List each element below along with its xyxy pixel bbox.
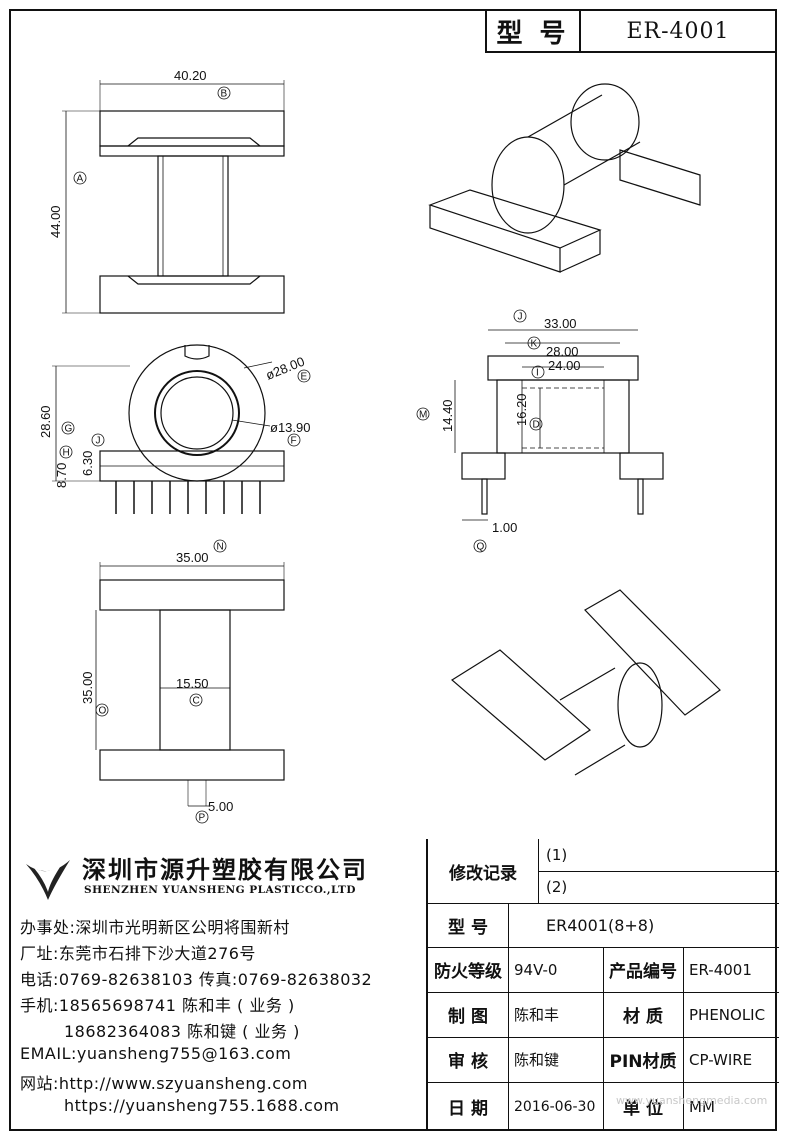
dim-base-h1: 8.70 [54, 463, 69, 488]
marker-j2: J [513, 309, 527, 323]
marker-m: M [416, 407, 430, 421]
marker-k: K [527, 336, 541, 350]
svg-text:P: P [199, 813, 206, 824]
dim-bot-height: 35.00 [80, 671, 95, 704]
dim-h-outer: 14.40 [440, 399, 455, 432]
svg-text:C: C [193, 696, 200, 707]
svg-text:D: D [533, 420, 540, 431]
marker-f: F [287, 433, 301, 447]
dim-h-inner: 16.20 [514, 393, 529, 426]
svg-text:N: N [217, 542, 224, 553]
svg-text:I: I [536, 368, 539, 379]
revision-1: (1) [546, 846, 568, 864]
svg-text:O: O [99, 706, 107, 717]
info-table: 修改记录 (1) (2) 型 号 ER4001(8+8) 防火等级 94V-0 … [426, 839, 779, 1131]
check-value: 陈和键 [514, 1051, 560, 1069]
marker-j: J [91, 433, 105, 447]
drawn-label: 制 图 [448, 1007, 488, 1027]
office-address: 办事处:深圳市光明新区公明将围新村 [20, 918, 290, 937]
material-label: 材 质 [623, 1007, 663, 1027]
marker-q: Q [473, 539, 487, 553]
svg-text:F: F [291, 436, 297, 447]
pin-material-label: PIN材质 [609, 1052, 677, 1072]
svg-text:J: J [518, 312, 523, 323]
marker-p: P [195, 810, 209, 824]
dim-bot-width: 35.00 [176, 550, 209, 565]
title-model-value: ER-4001 [626, 18, 730, 44]
model-value: ER4001(8+8) [546, 915, 655, 935]
svg-text:E: E [301, 372, 308, 383]
dim-height-front: 28.60 [38, 405, 53, 438]
title-model-label: 型 号 [487, 11, 581, 51]
top-view [62, 80, 285, 314]
iso-view-top [428, 83, 701, 273]
dim-bore-dia: ø13.90 [270, 420, 310, 435]
front-view [52, 344, 285, 514]
bottom-view [95, 562, 285, 807]
check-label: 审 核 [448, 1052, 488, 1072]
company-header: 深圳市源升塑胶有限公司 SHENZHEN YUANSHENG PLASTICCO… [12, 844, 422, 906]
phone-fax: 电话:0769-82638103 传真:0769-82638032 [20, 970, 373, 989]
revision-label: 修改记录 [449, 863, 517, 884]
svg-text:G: G [65, 424, 73, 435]
fire-rating-value: 94V-0 [514, 960, 558, 979]
dim-height-top: 44.00 [48, 205, 63, 238]
marker-a: A [73, 171, 87, 185]
revision-2: (2) [546, 878, 568, 896]
dim-labels: 40.20 44.00 ø28.00 ø13.90 28.60 8.70 6.3… [38, 68, 581, 814]
email: EMAIL:yuansheng755@163.com [20, 1044, 292, 1063]
material-value: PHENOLIC [689, 1005, 766, 1024]
marker-b: B [217, 86, 231, 100]
svg-text:Q: Q [477, 542, 485, 553]
date-value: 2016-06-30 [514, 1098, 596, 1115]
markers: A B C D E F G H I J J K M N O P Q [59, 86, 545, 824]
product-no-value: ER-4001 [689, 960, 752, 979]
unit-label: 单 位 [623, 1099, 663, 1119]
dim-len-total: 33.00 [544, 316, 577, 331]
marker-c: C [189, 693, 203, 707]
title-model-box: 型 号 ER-4001 [485, 9, 777, 53]
dim-base-h2: 6.30 [80, 451, 95, 476]
dim-pitch: 5.00 [208, 799, 233, 814]
marker-h: H [59, 445, 73, 459]
marker-i: I [531, 365, 545, 379]
marker-o: O [95, 703, 109, 717]
watermark: www.yuanshengmedia.com [616, 1094, 768, 1107]
company-en-name: SHENZHEN YUANSHENG PLASTICCO.,LTD [84, 884, 356, 896]
unit-value: MM [689, 1097, 715, 1116]
dim-width-top: 40.20 [174, 68, 207, 83]
product-no-label: 产品编号 [609, 962, 677, 982]
svg-text:A: A [77, 174, 84, 185]
dim-len-inner: 24.00 [548, 358, 581, 373]
front-pins [115, 481, 261, 514]
technical-drawing: 40.20 44.00 ø28.00 ø13.90 28.60 8.70 6.3… [38, 68, 721, 824]
dim-len-mid: 28.00 [546, 344, 579, 359]
dim-pin-dia: 1.00 [492, 520, 517, 535]
company-cn-name: 深圳市源升塑胶有限公司 [82, 856, 368, 884]
website-1: 网站:http://www.szyuansheng.com [20, 1074, 308, 1093]
mobile-1: 手机:18565698741 陈和丰 ( 业务 ) [20, 996, 295, 1015]
marker-g: G [61, 421, 75, 435]
company-logo [26, 860, 70, 900]
drawn-value: 陈和丰 [514, 1006, 560, 1024]
svg-text:M: M [419, 410, 427, 421]
svg-text:K: K [531, 339, 538, 350]
model-label: 型 号 [448, 917, 488, 938]
svg-text:J: J [96, 436, 101, 447]
marker-e: E [297, 369, 311, 383]
iso-view-bottom [450, 589, 721, 776]
marker-n: N [213, 539, 227, 553]
drawing-frame [9, 9, 777, 1131]
fire-rating-label: 防火等级 [434, 962, 502, 982]
svg-text:H: H [63, 448, 70, 459]
date-label: 日 期 [448, 1099, 488, 1119]
marker-d: D [529, 417, 543, 431]
dim-core-w: 15.50 [176, 676, 209, 691]
side-view [454, 329, 664, 521]
factory-address: 厂址:东莞市石排下沙大道276号 [20, 944, 256, 963]
website-2: https://yuansheng755.1688.com [64, 1096, 340, 1115]
mobile-2: 18682364083 陈和键 ( 业务 ) [64, 1022, 300, 1041]
svg-text:B: B [221, 89, 228, 100]
pin-material-value: CP-WIRE [689, 1050, 753, 1069]
